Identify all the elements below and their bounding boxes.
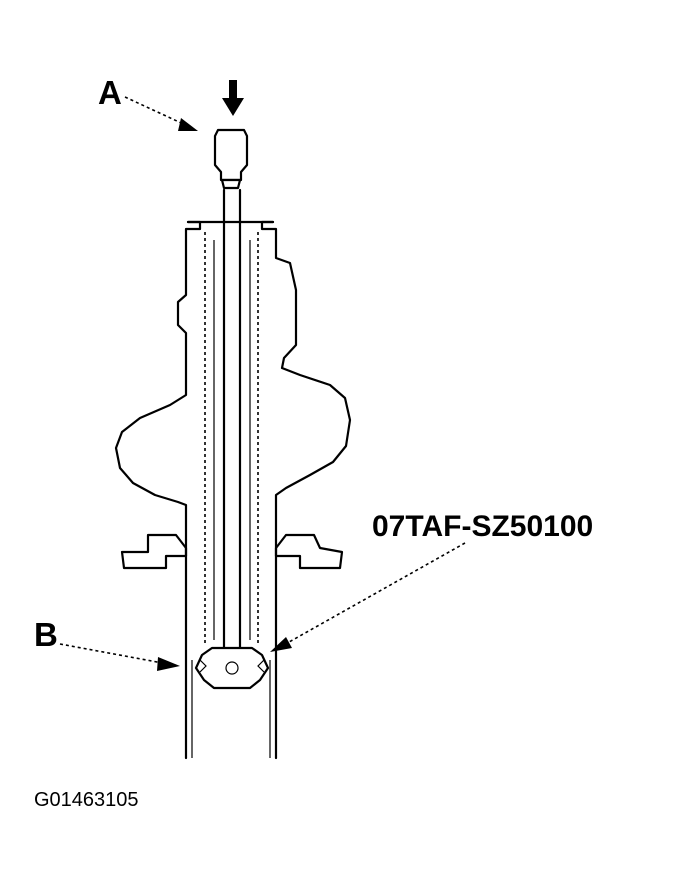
callout-b: B	[34, 616, 58, 653]
piston-rod	[222, 188, 242, 652]
leader-lines	[59, 96, 466, 671]
tool-07taf-sz50100	[194, 646, 270, 690]
down-arrow-icon	[222, 80, 244, 116]
callout-tool-number: 07TAF-SZ50100	[372, 510, 593, 543]
callout-a: A	[98, 74, 122, 111]
strut-housing	[114, 220, 352, 645]
tool-a-driver	[213, 128, 249, 190]
right-bracket	[274, 533, 344, 570]
left-bracket	[120, 533, 188, 570]
figure-id: G01463105	[34, 789, 139, 811]
